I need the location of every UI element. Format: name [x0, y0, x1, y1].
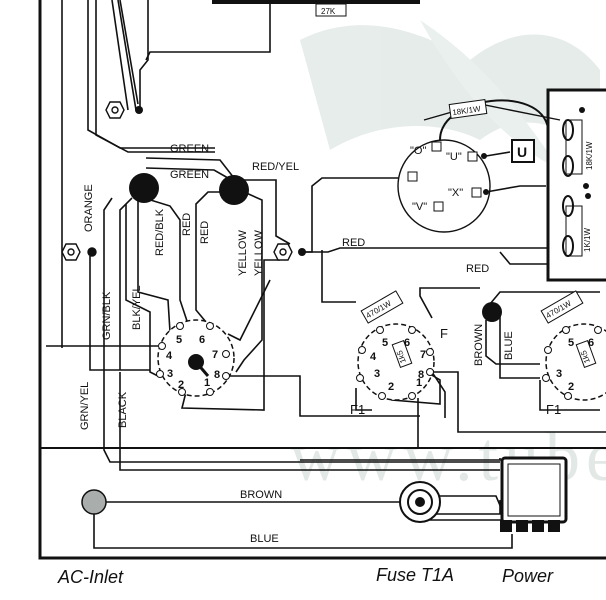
tube1-pin-6: 6: [199, 334, 205, 346]
tube2-pin-3: 3: [374, 368, 380, 380]
wire-label-yellow-2: YELLOW: [253, 230, 265, 276]
switch-terminal-u: "U": [446, 151, 462, 163]
fuse-holder: [399, 481, 441, 523]
wire-bundle: [46, 0, 606, 549]
wire-label-brown-v: BROWN: [473, 324, 485, 366]
wire-label-green-2: GREEN: [170, 169, 209, 181]
resistor-27k-label: 27K: [321, 7, 336, 16]
switch-terminal-o: "O": [410, 145, 426, 157]
board-right: 18K/1W 1K/1W: [546, 88, 606, 282]
tube1-pin-4: 4: [166, 350, 173, 362]
wire-label-green-1: GREEN: [170, 143, 209, 155]
wire-label-red-2: RED: [199, 221, 211, 244]
wire-label-blkyel: BLK/YEL: [131, 285, 143, 330]
tube2-f-label: F: [440, 326, 448, 341]
caption-fuse: Fuse T1A: [376, 565, 454, 585]
ac-inlet: [81, 489, 107, 515]
resistor-1k-label: 1K/1W: [583, 228, 592, 252]
resistor-27k: 27K: [315, 3, 347, 17]
chassis-outline: [38, 0, 606, 560]
tube1-pin-8: 8: [214, 369, 220, 381]
tube-socket-1: 1 2 3 4 5 6 7 8: [156, 319, 235, 397]
wire-label-grnblk: GRN/BLK: [101, 291, 113, 340]
wire-label-redyel: RED/YEL: [252, 161, 299, 173]
tube1-pin-2: 2: [178, 379, 184, 391]
switch-terminal-v: "V": [412, 201, 427, 213]
wire-labels: GREEN GREEN RED/YEL RED RED BROWN BLUE O…: [79, 143, 515, 545]
wire-label-grnyel: GRN/YEL: [79, 382, 91, 430]
res-small-b-label: 1k5: [579, 349, 592, 365]
tube1-pin-5: 5: [176, 334, 182, 346]
caption-ac-inlet: AC-Inlet: [57, 567, 124, 587]
resistor-18k-label: 18K/1W: [452, 104, 482, 117]
resistor-18k-v-label: 18K/1W: [585, 141, 594, 170]
ground-terminals: [61, 101, 293, 261]
captions: AC-Inlet Fuse T1A Power: [57, 565, 554, 587]
power-switch: [500, 456, 568, 532]
switch-terminal-x: "X": [448, 187, 463, 199]
wire-label-red-4: RED: [466, 263, 489, 275]
wire-label-red-3: RED: [342, 237, 365, 249]
tube3-pin-3: 3: [556, 368, 562, 380]
wire-label-blue: BLUE: [250, 533, 279, 545]
tube2-pin-8: 8: [418, 369, 424, 381]
wire-label-brown: BROWN: [240, 489, 282, 501]
junctions: [129, 106, 502, 322]
tube2-pin-6: 6: [404, 337, 410, 349]
tube-socket-3: 470/1W 1k5 2 3 5 6 F1: [540, 290, 606, 417]
tube3-f1-label: F1: [546, 402, 561, 417]
wire-label-redblk: RED/BLK: [154, 208, 166, 256]
tube1-pin-7: 7: [212, 349, 218, 361]
tube2-pin-5: 5: [382, 337, 388, 349]
res-small-a-label: 1k5: [395, 349, 408, 365]
tube3-pin-5: 5: [568, 337, 574, 349]
wire-label-yellow-1: YELLOW: [237, 230, 249, 276]
tube3-pin-2: 2: [568, 381, 574, 393]
tube2-pin-4: 4: [370, 351, 377, 363]
tube1-pin-3: 3: [167, 368, 173, 380]
wire-label-black: BLACK: [117, 391, 129, 428]
tube3-pin-6: 6: [588, 337, 594, 349]
tube2-pin-1: 1: [416, 377, 422, 389]
caption-power: Power: [502, 566, 554, 586]
selector-switch: 18K/1W "O" "U" "X" "V" U: [397, 98, 561, 233]
tube1-pin-1: 1: [204, 377, 210, 389]
wire-label-red-1: RED: [181, 213, 193, 236]
tube2-pin-2: 2: [388, 381, 394, 393]
tube2-pin-7: 7: [420, 349, 426, 361]
tube-socket-2: 470/1W 1k5 1 2 3 4 5 6 7 8 F F1: [350, 290, 448, 417]
wire-label-blue-v: BLUE: [503, 331, 515, 360]
tube2-f1-label: F1: [350, 402, 365, 417]
wire-label-orange: ORANGE: [83, 184, 95, 232]
switch-u-label: U: [517, 144, 527, 160]
